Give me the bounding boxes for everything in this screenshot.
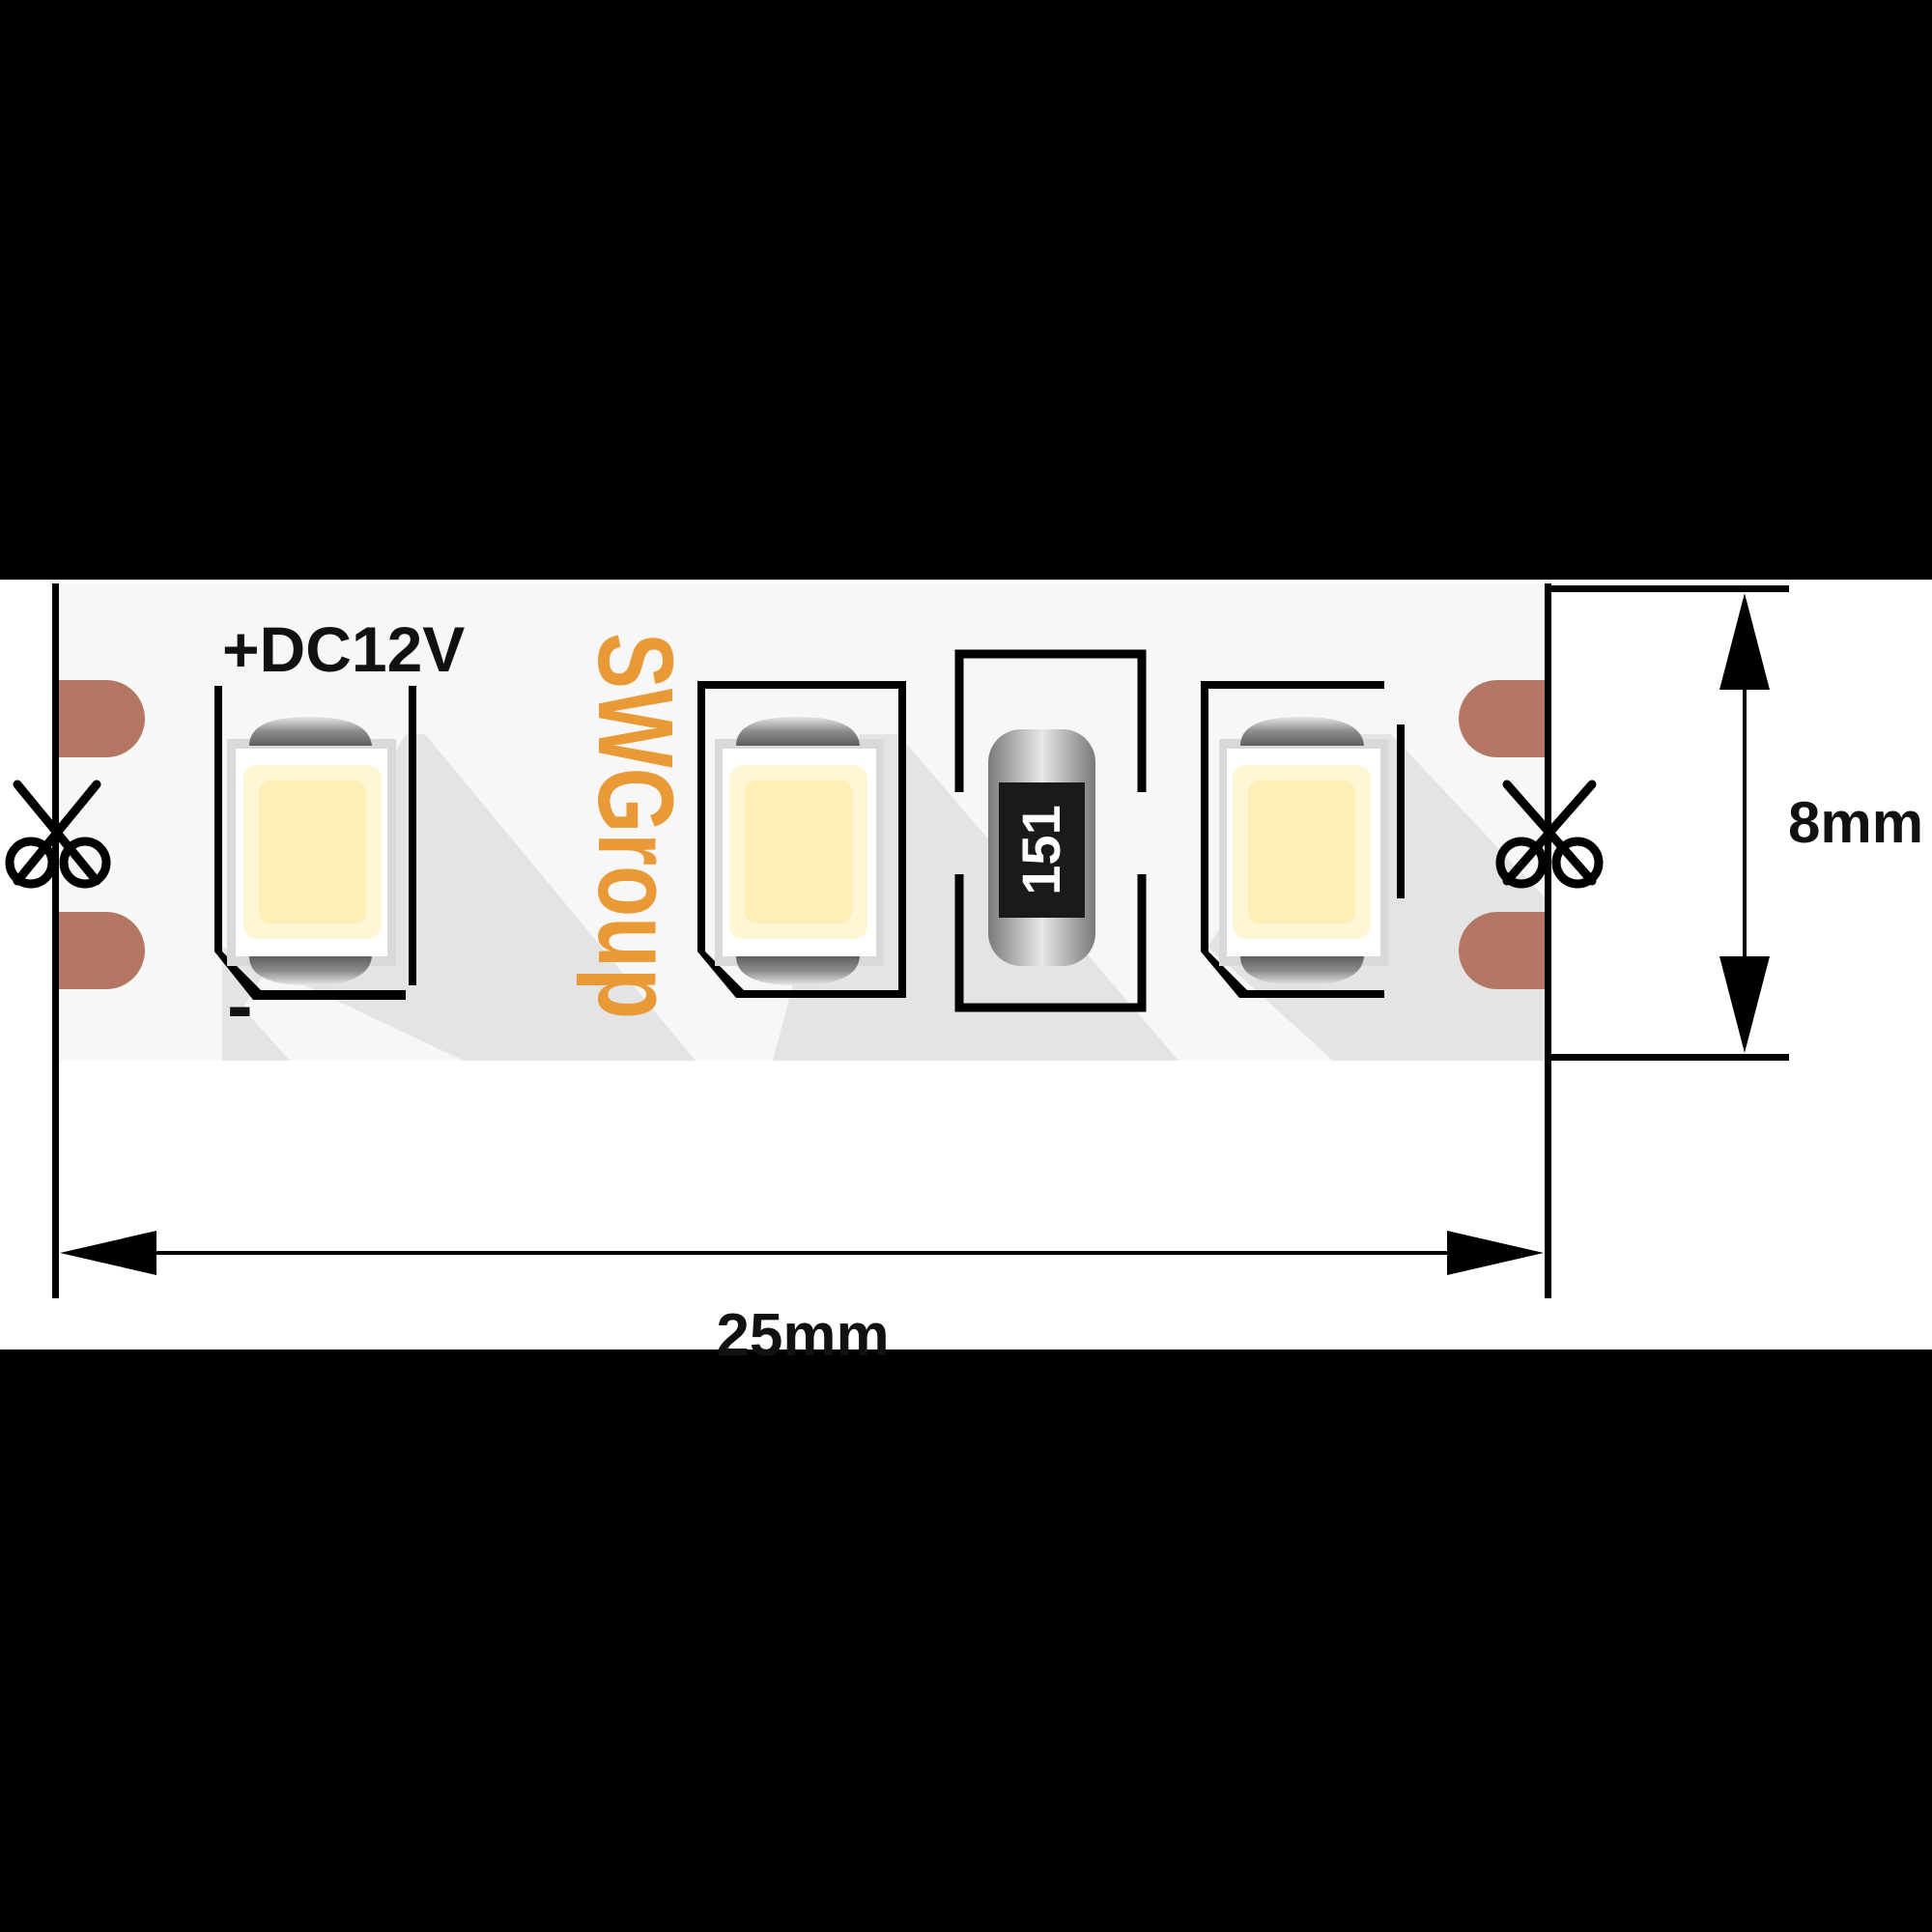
bottom-background bbox=[0, 1350, 1932, 1932]
positive-terminal-label: +DC12V bbox=[222, 613, 465, 685]
resistor-code: 151 bbox=[1010, 805, 1071, 895]
height-label: 8mm bbox=[1788, 790, 1923, 855]
arrow-icon bbox=[1447, 1231, 1544, 1275]
height-dimension bbox=[1551, 585, 1789, 1061]
width-dimension bbox=[52, 583, 1551, 1298]
width-label: 25mm bbox=[716, 1302, 889, 1369]
arrow-icon bbox=[1719, 593, 1770, 690]
copper-pads-left bbox=[58, 680, 145, 989]
smd-resistor: 151 bbox=[954, 649, 1147, 1012]
negative-terminal-label: - bbox=[227, 962, 253, 1048]
copper-pads-right bbox=[1459, 680, 1546, 989]
brand-logo: SWGroup bbox=[576, 633, 695, 1019]
led-chip-2 bbox=[697, 681, 906, 998]
arrow-icon bbox=[60, 1231, 156, 1275]
top-background bbox=[0, 0, 1932, 580]
arrow-icon bbox=[1719, 956, 1770, 1053]
led-chip-1 bbox=[214, 686, 416, 1000]
led-chip-3 bbox=[1201, 681, 1405, 998]
